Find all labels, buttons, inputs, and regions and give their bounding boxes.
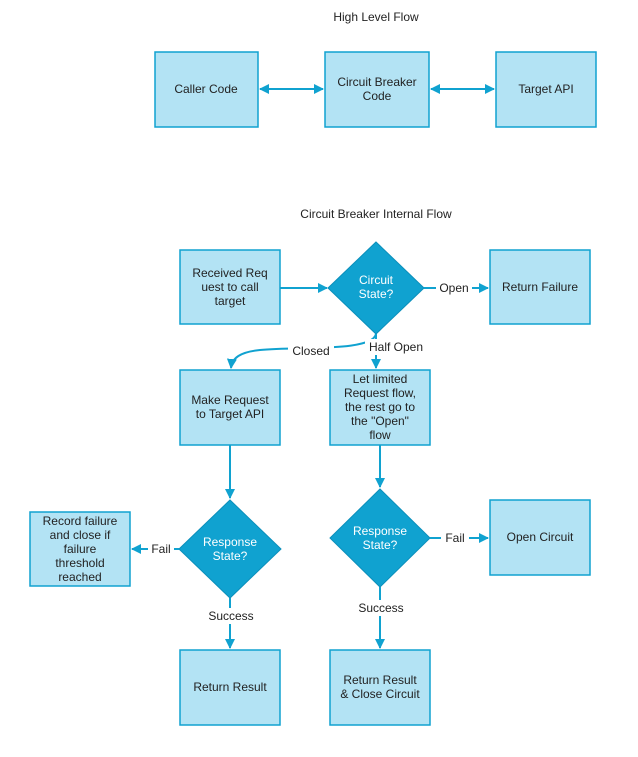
node-label-line: Let limited (353, 372, 408, 386)
node-label-line: State? (359, 287, 394, 301)
node-label-line: Received Req (192, 266, 267, 280)
node-label-caller-code: Caller Code (174, 82, 238, 96)
node-label-line: reached (58, 570, 101, 584)
node-label-return-result: Return Result (193, 680, 267, 694)
node-label-line: Return Result (193, 680, 267, 694)
edge-label-open: Open (439, 281, 468, 295)
edge-label-closed: Closed (292, 344, 329, 358)
node-label-line: and close if (50, 528, 111, 542)
caller-code-box (154, 51, 259, 128)
high-level-title: High Level Flow (333, 10, 419, 24)
node-label-return-failure: Return Failure (502, 280, 578, 294)
internal-flow-title: Circuit Breaker Internal Flow (300, 207, 452, 221)
return-result-box (179, 649, 281, 726)
node-label-line: Circuit Breaker (337, 75, 416, 89)
node-label-line: Response (203, 535, 257, 549)
node-label-target-api: Target API (518, 82, 573, 96)
node-label-line: & Close Circuit (340, 687, 420, 701)
node-label-return-close: Return Result& Close Circuit (340, 673, 420, 701)
node-label-line: Code (363, 89, 392, 103)
node-label-line: failure (64, 542, 97, 556)
node-label-line: the rest go to (345, 400, 415, 414)
node-label-open-circuit: Open Circuit (507, 530, 574, 544)
node-label-line: Target API (518, 82, 573, 96)
cb-code-box (324, 51, 430, 128)
record-failure-box (29, 511, 131, 587)
node-label-line: uest to call (201, 280, 258, 294)
edge-label-half-open: Half Open (369, 340, 423, 354)
node-label-line: Caller Code (174, 82, 238, 96)
node-label-line: the "Open" (351, 414, 409, 428)
node-label-line: threshold (55, 556, 104, 570)
edge-label-fail-right: Fail (445, 531, 464, 545)
node-label-line: target (215, 294, 246, 308)
node-label-line: Request flow, (344, 386, 416, 400)
edge-label-success-left: Success (208, 609, 253, 623)
node-label-line: State? (213, 549, 248, 563)
return-failure-box (489, 249, 591, 325)
edge-state-closed (226, 333, 377, 369)
node-label-line: Return Result (343, 673, 417, 687)
node-label-line: Record failure (43, 514, 118, 528)
node-label-line: Circuit (359, 273, 394, 287)
node-label-line: Return Failure (502, 280, 578, 294)
return-close-box (329, 649, 431, 726)
node-label-line: Response (353, 524, 407, 538)
node-label-line: State? (363, 538, 398, 552)
target-api-box (495, 51, 597, 128)
edge-label-fail-left: Fail (151, 542, 170, 556)
node-label-line: to Target API (196, 407, 265, 421)
node-label-line: flow (369, 428, 391, 442)
open-circuit-box (489, 499, 591, 576)
make-request-box (179, 369, 281, 446)
node-label-line: Make Request (191, 393, 269, 407)
node-label-line: Open Circuit (507, 530, 574, 544)
edge-label-success-right: Success (358, 601, 403, 615)
